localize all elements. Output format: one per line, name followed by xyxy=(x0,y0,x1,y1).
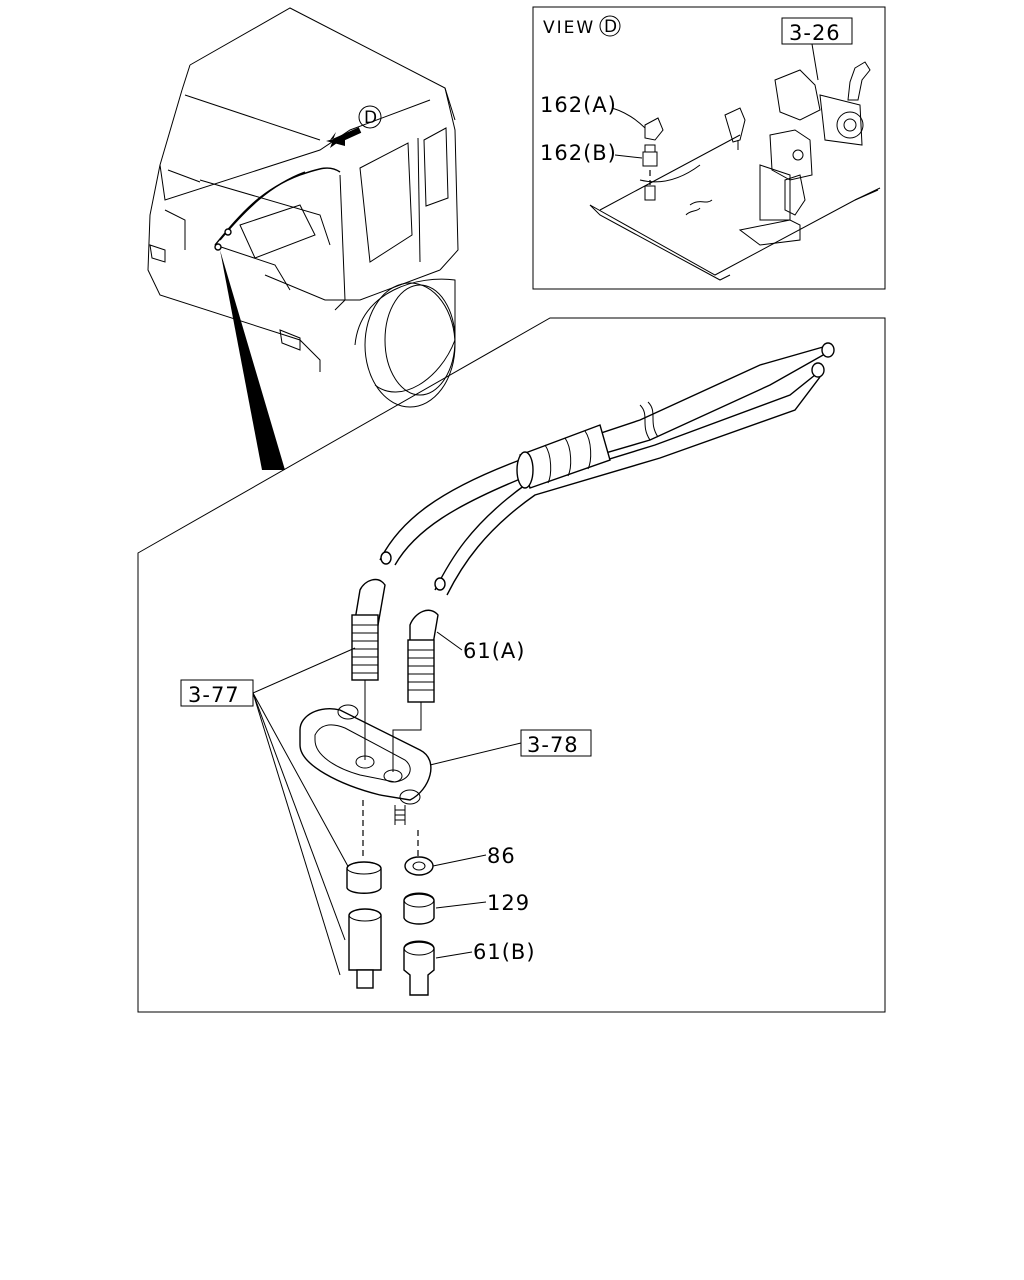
ref-box-3-26: 3-26 xyxy=(789,21,841,45)
callout-86: 86 xyxy=(487,844,516,868)
view-d-marker-letter: D xyxy=(364,108,379,128)
ref-box-3-77: 3-77 xyxy=(188,683,240,707)
view-title-circle xyxy=(599,15,621,37)
view-title: VIEW xyxy=(543,18,595,38)
callout-129: 129 xyxy=(487,891,530,915)
view-d-inset: VIEW D 3-26 162(A) 162 xyxy=(532,6,886,290)
view-title-letter: D xyxy=(604,17,619,37)
truck-cab-illustration: D xyxy=(147,7,459,470)
callout-162a: 162(A) xyxy=(540,93,617,117)
callout-162b: 162(B) xyxy=(540,141,617,165)
ref-box-3-78: 3-78 xyxy=(527,733,579,757)
callout-61b: 61(B) xyxy=(473,940,536,964)
callout-61a: 61(A) xyxy=(463,639,525,663)
view-d-marker-circle xyxy=(358,105,382,129)
detail-panel: 61(A) 3-78 3-77 86 xyxy=(137,317,886,1013)
